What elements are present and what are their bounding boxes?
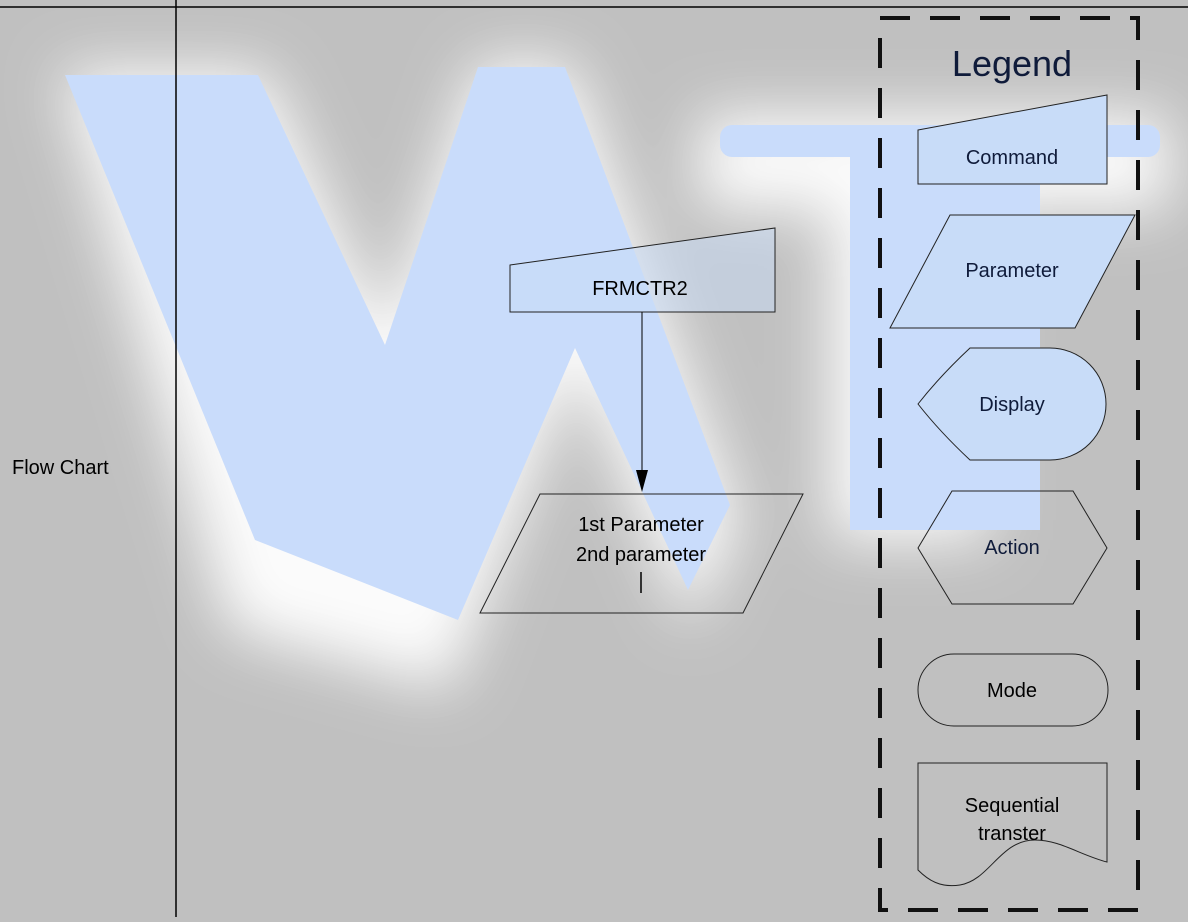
- legend: Legend Command Parameter Display Action …: [878, 16, 1140, 912]
- row-label: Flow Chart: [12, 457, 109, 479]
- legend-display-label: Display: [979, 394, 1045, 416]
- parameter-label-1: 1st Parameter: [578, 514, 704, 536]
- legend-command-label: Command: [966, 147, 1058, 169]
- legend-sequential-shape: [917, 762, 1108, 887]
- legend-mode-shape: [917, 653, 1109, 727]
- parameter-shape: [479, 493, 804, 614]
- flow-chart: FRMCTR2 1st Parameter 2nd parameter: [479, 227, 804, 614]
- legend-display-shape: [917, 347, 1107, 461]
- legend-mode-label: Mode: [987, 680, 1037, 702]
- legend-parameter-shape: [889, 214, 1136, 329]
- legend-dashed-border: [878, 16, 1140, 912]
- command-label: FRMCTR2: [592, 278, 688, 300]
- legend-sequential-label-2: transter: [978, 823, 1046, 845]
- legend-title: Legend: [952, 43, 1072, 84]
- parameter-label-2: 2nd parameter: [576, 544, 706, 566]
- legend-command-shape: [917, 94, 1108, 185]
- legend-sequential-label-1: Sequential: [965, 795, 1060, 817]
- legend-parameter-label: Parameter: [965, 260, 1059, 282]
- legend-action-shape: [917, 490, 1108, 605]
- legend-action-label: Action: [984, 537, 1040, 559]
- command-shape: [509, 227, 776, 313]
- flow-arrow-head: [636, 470, 648, 492]
